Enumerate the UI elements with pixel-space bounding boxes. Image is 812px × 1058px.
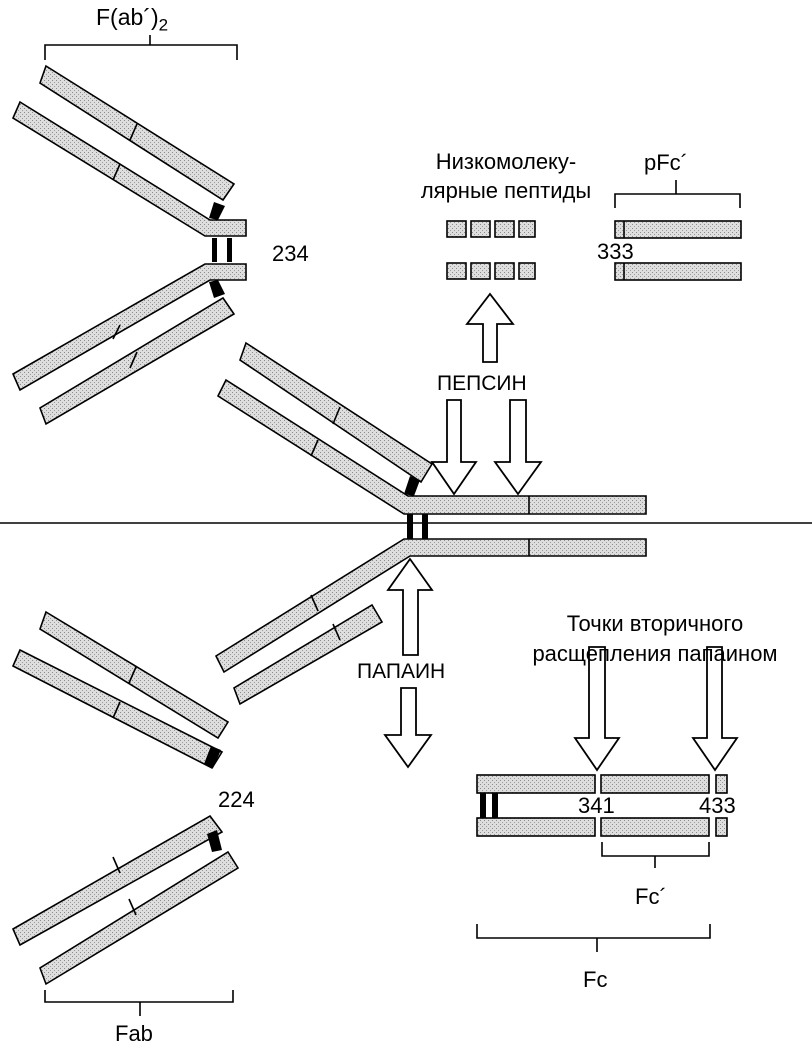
- fab2-label: F(ab´)2: [96, 6, 168, 34]
- papain-label: ПАПАИН: [357, 660, 446, 683]
- fab-lower-light-chain: [39, 850, 240, 986]
- fc-prime-label: Fc´: [635, 884, 667, 909]
- down-arrow-icon: [691, 646, 739, 772]
- pfc-bracket: [614, 180, 741, 208]
- fab2-label-subscript: 2: [158, 15, 169, 35]
- fc-upper-chain: [476, 774, 728, 794]
- igg-lower-light-chain: [233, 603, 384, 706]
- secondary-cleavage-label-line2: расщепления папаином: [532, 641, 778, 666]
- down-arrow-icon: [493, 399, 543, 496]
- residue-224-label: 224: [218, 787, 255, 812]
- fab-lower-heavy-chain: [11, 814, 224, 947]
- down-arrow-icon: [465, 292, 515, 363]
- fab-bracket: [44, 990, 234, 1016]
- fab2-label-text: F(ab´): [96, 4, 159, 30]
- residue-433-label: 433: [699, 793, 736, 818]
- residue-341-label: 341: [578, 793, 615, 818]
- pfc-label: pFc´: [644, 150, 688, 175]
- fab2-bracket: [44, 35, 238, 60]
- fc-hinge-disulfide: [480, 793, 486, 818]
- fab2-lower-heavy-chain: [11, 263, 247, 392]
- igg-lower-heavy-chain: [214, 538, 647, 674]
- up-arrow-icon: [386, 557, 434, 656]
- igg-upper-heavy-chain: [216, 378, 647, 515]
- fab2-upper-light-chain: [39, 64, 236, 202]
- fab-fragment-upper: [11, 610, 230, 770]
- residue-234-label: 234: [272, 241, 309, 266]
- fab-label: Fab: [115, 1021, 153, 1046]
- pfc-fragment: [614, 180, 742, 281]
- pepsin-products-label-line2: лярные пептиды: [420, 178, 592, 203]
- intact-igg-molecule: [214, 341, 647, 706]
- fab2-hinge-disulfide: [212, 238, 217, 262]
- fab2-lower-light-chain: [39, 296, 236, 426]
- fc-label: Fc: [583, 967, 608, 992]
- fc-lower-chain: [476, 817, 728, 837]
- fc-bracket: [476, 924, 711, 952]
- down-arrow-icon: [573, 646, 621, 772]
- fab-upper-light-chain: [39, 610, 230, 740]
- fc-prime-bracket: [601, 842, 710, 868]
- fab2-upper-heavy-chain: [11, 100, 247, 237]
- fab-fragment-lower: [11, 814, 240, 1016]
- igg-hinge-disulfide: [407, 514, 413, 540]
- fab-upper-heavy-chain: [11, 648, 224, 770]
- pepsin-label: ПЕПСИН: [437, 372, 527, 395]
- fc-fragment: [476, 774, 728, 952]
- igg-upper-light-chain: [239, 341, 434, 484]
- residue-333-label: 333: [597, 239, 634, 264]
- secondary-cleavage-label-line1: Точки вторичного: [566, 611, 744, 636]
- fab2-fragment: [11, 35, 247, 426]
- down-arrow-icon: [430, 399, 478, 496]
- low-mw-peptides: [446, 220, 536, 280]
- down-arrow-icon: [383, 687, 433, 769]
- pepsin-products-label-line1: Низкомолеку-: [435, 149, 577, 174]
